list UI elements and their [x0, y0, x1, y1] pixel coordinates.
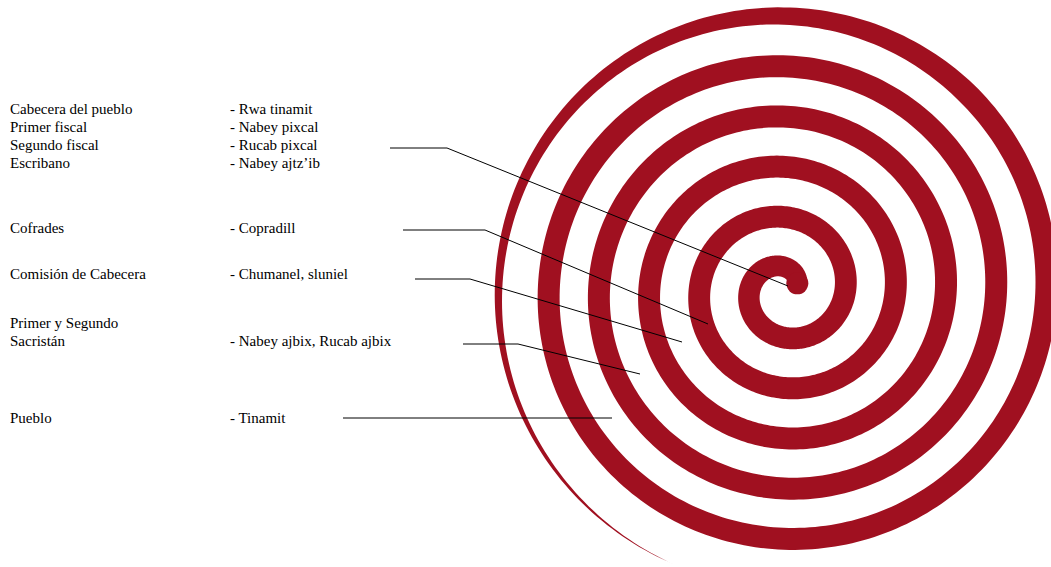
label-text: - Rucab pixcal	[230, 136, 317, 154]
label-text: - Nabey ajbix, Rucab ajbix	[230, 332, 391, 350]
label-text: Pueblo	[10, 409, 52, 427]
label-text: Comisión de Cabecera	[10, 265, 146, 283]
leader-line	[390, 148, 788, 286]
label-text: - Nabey ajtz’ib	[230, 154, 320, 172]
label-text: Escribano	[10, 154, 70, 172]
leader-line	[463, 344, 640, 374]
label-text: Primer y Segundo Sacristán	[10, 314, 135, 350]
label-text: - Tinamit	[230, 409, 285, 427]
leader-line	[415, 279, 682, 342]
leader-line	[343, 418, 612, 419]
label-text: - Rwa tinamit	[230, 100, 313, 118]
spiral-band	[495, 7, 1051, 564]
label-text: Cofrades	[10, 219, 64, 237]
label-text: - Copradill	[230, 219, 295, 237]
leader-line	[403, 230, 708, 324]
label-text: Segundo fiscal	[10, 136, 99, 154]
spiral-end	[786, 272, 808, 294]
label-text: - Chumanel, sluniel	[230, 265, 348, 283]
label-text: Cabecera del pueblo	[10, 100, 132, 118]
label-text: Primer fiscal	[10, 118, 87, 136]
label-text: - Nabey pixcal	[230, 118, 318, 136]
